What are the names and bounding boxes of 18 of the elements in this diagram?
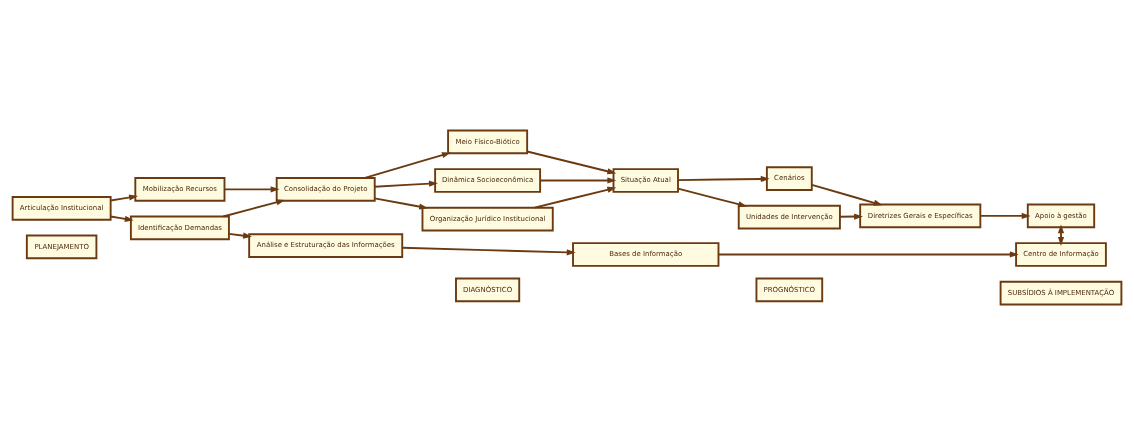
arrow <box>109 194 138 202</box>
arrow <box>401 246 576 256</box>
arrow <box>223 186 280 193</box>
arrow <box>373 197 429 210</box>
arrow <box>228 232 252 239</box>
arrow <box>363 152 451 179</box>
arrow <box>539 177 617 184</box>
arrow <box>222 199 286 218</box>
arrow <box>811 184 883 206</box>
arrow <box>677 175 770 183</box>
arrow <box>109 215 134 222</box>
arrow <box>533 186 617 209</box>
arrow <box>717 251 1019 258</box>
arrow <box>526 150 617 175</box>
arrow <box>373 180 438 188</box>
arrow <box>677 187 748 208</box>
arrow <box>839 213 863 220</box>
arrow <box>979 212 1031 220</box>
